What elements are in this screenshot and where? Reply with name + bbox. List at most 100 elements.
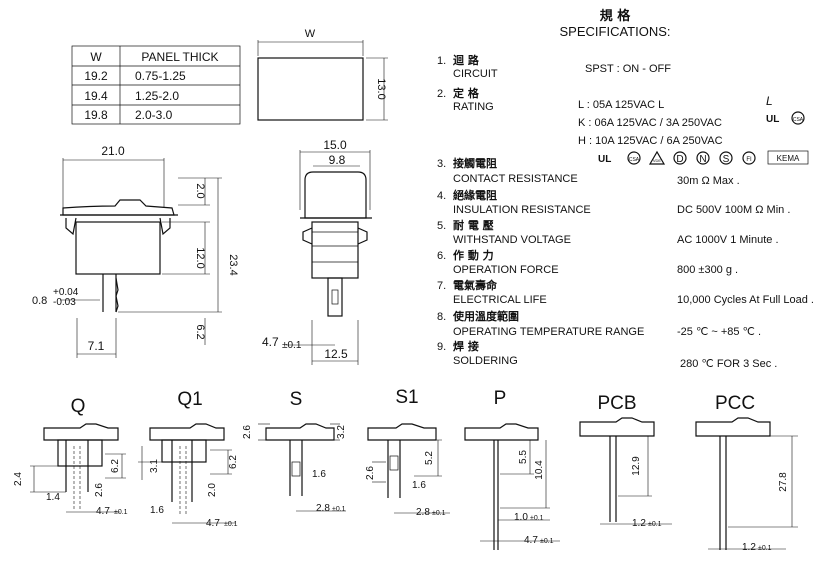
dim-label: 5.5 (518, 450, 529, 464)
dim-label: 1.0 (514, 512, 528, 523)
dim-label: 2.6 (94, 483, 105, 497)
variant-label: Q1 (177, 389, 202, 410)
d-mark-icon: D (676, 154, 683, 165)
dim-label: 10.4 (534, 460, 545, 480)
spec-value: 10,000 Cycles At Full Load . (677, 294, 814, 306)
spec-label: INSULATION RESISTANCE (453, 204, 591, 216)
spec-label: SOLDERING (453, 355, 518, 367)
variant-q: Q 2.4 6.2 1.4 2.6 4.7 ±0.1 (13, 396, 128, 517)
spec-cjk: 使用溫度範圍 (452, 309, 519, 323)
spec-label: ELECTRICAL LIFE (453, 294, 547, 306)
top-view-drawing: W 13.0 (257, 28, 388, 121)
spec-label: CIRCUIT (453, 68, 498, 80)
dim-9-8: 9.8 (329, 153, 346, 167)
spec-cjk: 迴 路 (452, 53, 480, 67)
spec-num: 8. (437, 311, 446, 323)
dim-label: 6.2 (228, 455, 239, 469)
table-cell: 2.0-3.0 (135, 108, 173, 122)
dim-label: 6.2 (110, 459, 121, 473)
spec-value: DC 500V 100M Ω Min . (677, 204, 790, 216)
table-header-w: W (90, 50, 102, 64)
table-cell: 1.25-2.0 (135, 89, 179, 103)
spec-cjk: 定 格 (453, 86, 480, 100)
table-cell: 19.2 (84, 69, 108, 83)
variant-label: PCC (715, 393, 755, 414)
spec-cjk: 接觸電阻 (453, 156, 497, 170)
spec-label: CONTACT RESISTANCE (453, 173, 578, 185)
spec-title-cjk: 規 格 (600, 8, 632, 24)
variant-label: S (290, 389, 303, 410)
rating-h: H : 10A 125VAC / 6A 250VAC (578, 135, 723, 147)
panel-thickness-table: W PANEL THICK 19.2 0.75-1.25 19.4 1.25-2… (71, 45, 241, 125)
variant-s: S 2.6 1.6 2.8 ±0.1 (242, 389, 346, 514)
l-mark: L (766, 94, 773, 108)
variant-label: Q (71, 396, 86, 417)
side-view-drawing: 21.0 2.0 12.0 23.4 6.2 0.8 +0.04 -0.03 (32, 144, 239, 358)
dim-tol: ±0.1 (530, 515, 544, 522)
csa-mark-icon: CSA (793, 117, 804, 123)
dim-tol: ±0.1 (224, 521, 238, 528)
spec-num: 9. (437, 341, 446, 353)
variant-label: S1 (395, 387, 418, 408)
dim-label: 12.9 (631, 456, 642, 476)
ul-mark-icon: UL (598, 154, 611, 165)
dim-label: 2.6 (365, 466, 376, 480)
cert-marks-row-2: UL CSA VDE D N S FI KEMA (598, 150, 809, 165)
dim-12-5: 12.5 (324, 347, 348, 361)
variant-s1: S1 3.2 5.2 2.6 1.6 2.8 ±0.1 (330, 387, 450, 518)
variant-pcb: PCB 12.9 1.2 ±0.1 (579, 393, 672, 529)
dim-4-7-tol: ±0.1 (282, 340, 302, 351)
dim-label: 2.4 (13, 472, 24, 486)
dim-2-0: 2.0 (194, 183, 206, 198)
dim-label: 3.2 (336, 425, 347, 439)
dim-label: 4.7 (96, 506, 110, 517)
n-mark-icon: N (699, 154, 706, 165)
spec-cjk: 作 動 力 (453, 248, 494, 262)
variant-p: P 5.5 10.4 1.0 ±0.1 4.7 ±0.1 (464, 388, 560, 550)
vde-mark-icon: VDE (653, 158, 662, 163)
dim-tol: ±0.1 (114, 509, 128, 516)
dim-13-0: 13.0 (375, 78, 387, 99)
ul-mark-icon: UL (766, 114, 779, 125)
spec-label: WITHSTAND VOLTAGE (453, 234, 571, 246)
dim-label: 1.2 (742, 542, 756, 553)
dim-23-4: 23.4 (227, 254, 239, 275)
dim-w: W (305, 28, 316, 40)
spec-num: 6. (437, 250, 446, 262)
spec-num: 3. (437, 158, 446, 170)
kema-mark-icon: KEMA (777, 154, 800, 163)
dim-label: 1.6 (412, 480, 426, 491)
cert-marks-row-1: L UL CSA (766, 94, 805, 125)
spec-cjk: 絕緣電阻 (453, 188, 497, 202)
table-cell: 19.8 (84, 108, 108, 122)
spec-num: 5. (437, 220, 446, 232)
dim-6-2: 6.2 (194, 324, 206, 339)
dim-tol: ±0.1 (432, 510, 446, 517)
s-mark-icon: S (723, 154, 730, 165)
variant-q1: Q1 3.1 6.2 1.6 2.0 4.7 ±0.1 (138, 389, 239, 529)
dim-21-0: 21.0 (101, 144, 125, 158)
dim-tol-minus: -0.03 (53, 297, 76, 308)
csa-mark-icon: CSA (629, 157, 640, 163)
dim-label: 1.6 (150, 505, 164, 516)
spec-value: SPST : ON - OFF (585, 63, 671, 75)
dim-label: 2.0 (207, 483, 218, 497)
dim-4-7: 4.7 (262, 335, 279, 349)
dim-12-0: 12.0 (194, 247, 206, 268)
spec-label: RATING (453, 101, 494, 113)
dim-tol-plus: +0.04 (53, 287, 79, 298)
spec-value: AC 1000V 1 Minute . (677, 234, 779, 246)
variant-label: P (494, 388, 507, 409)
dim-15-0: 15.0 (323, 138, 347, 152)
spec-value: -25 ℃ ~ +85 ℃ . (677, 326, 761, 338)
spec-value: 30m Ω Max . (677, 175, 740, 187)
dim-tol: ±0.1 (648, 521, 662, 528)
spec-label: OPERATING TEMPERATURE RANGE (453, 326, 644, 338)
spec-cjk: 電氣壽命 (453, 278, 498, 292)
dim-label: 4.7 (206, 518, 220, 529)
rating-k: K : 06A 125VAC / 3A 250VAC (578, 117, 722, 129)
table-cell: 0.75-1.25 (135, 69, 186, 83)
dim-label: 27.8 (778, 472, 789, 492)
dim-label: 1.6 (312, 469, 326, 480)
variant-pcc: PCC 27.8 1.2 ±0.1 (695, 393, 798, 553)
